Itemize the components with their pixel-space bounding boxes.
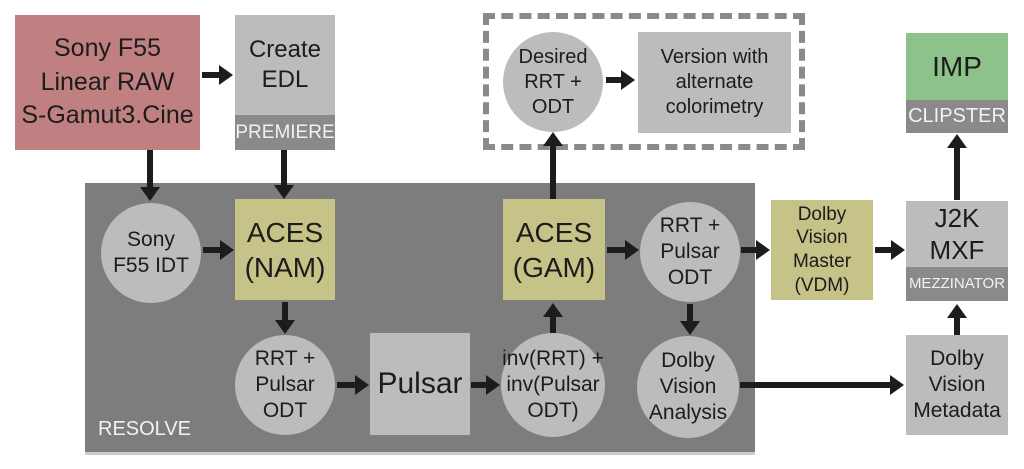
node-rrt-pulsar-odt-2-label: RRT + Pulsar ODT	[659, 213, 721, 290]
clipster-tag-label: CLIPSTER	[908, 105, 1006, 127]
clipster-tag: CLIPSTER	[906, 100, 1008, 133]
node-dolby-vision-analysis: Dolby Vision Analysis	[637, 336, 739, 438]
node-inv-rrt-inv-pulsar-odt: inv(RRT) + inv(Pulsar ODT)	[501, 333, 605, 437]
node-j2k-mxf-main: J2K MXF	[906, 201, 1008, 267]
arrow-desired-rrt-to-version	[606, 70, 635, 90]
node-dolby-vision-master-vdm: Dolby Vision Master (VDM)	[771, 200, 873, 300]
arrow-aces-nam-to-rrt-pulsar-1	[275, 302, 295, 334]
arrow-idt-to-aces-nam	[203, 240, 234, 260]
node-desired-rrt-odt-label: Desired RRT + ODT	[518, 45, 588, 118]
node-pulsar: Pulsar	[370, 333, 470, 435]
node-sony-f55-idt-label: Sony F55 IDT	[113, 227, 189, 277]
node-version-alternate-colorimetry: Version with alternate colorimetry	[638, 32, 791, 133]
premiere-tag-label: PREMIERE	[235, 121, 335, 143]
mezzinator-tag: MEZZINATOR	[906, 267, 1008, 301]
resolve-container-label: RESOLVE	[98, 418, 191, 440]
alternate-colorimetry-group-outline	[483, 13, 805, 150]
node-aces-nam-label: ACES (NAM)	[244, 216, 326, 283]
node-inv-rrt-inv-pulsar-odt-label: inv(RRT) + inv(Pulsar ODT)	[502, 346, 604, 423]
node-dolby-vision-metadata: Dolby Vision Metadata	[906, 335, 1008, 435]
arrow-analysis-to-metadata	[740, 375, 904, 395]
node-rrt-pulsar-odt-1: RRT + Pulsar ODT	[235, 335, 335, 435]
arrow-metadata-to-mezzinator	[947, 304, 967, 335]
node-dolby-vision-master-vdm-label: Dolby Vision Master (VDM)	[792, 203, 852, 296]
node-aces-nam: ACES (NAM)	[235, 199, 335, 300]
node-imp-label: IMP	[932, 51, 982, 82]
node-version-alternate-colorimetry-label: Version with alternate colorimetry	[660, 46, 769, 118]
node-create-edl-main: Create EDL	[235, 15, 335, 115]
premiere-tag: PREMIERE	[235, 115, 335, 150]
node-rrt-pulsar-odt-1-label: RRT + Pulsar ODT	[254, 346, 316, 423]
node-create-edl: Create EDL PREMIERE	[235, 15, 335, 150]
node-imp: IMP CLIPSTER	[906, 33, 1008, 133]
mezzinator-tag-label: MEZZINATOR	[908, 274, 1006, 292]
arrow-vdm-to-j2k-mxf	[875, 240, 905, 260]
node-desired-rrt-odt: Desired RRT + ODT	[503, 32, 603, 132]
node-pulsar-label: Pulsar	[377, 367, 463, 401]
node-j2k-mxf: J2K MXF MEZZINATOR	[906, 201, 1008, 301]
node-rrt-pulsar-odt-2: RRT + Pulsar ODT	[640, 202, 740, 302]
arrow-rrt-pulsar-2-to-vdm	[741, 240, 770, 260]
node-sony-f55-idt: Sony F55 IDT	[101, 203, 201, 303]
arrow-rrt-pulsar-2-to-analysis	[680, 304, 700, 335]
arrow-inv-to-aces-gam	[543, 303, 563, 333]
arrow-create-edl-to-aces-nam	[274, 150, 294, 199]
arrow-pulsar-to-inv	[471, 375, 500, 395]
node-sony-f55-source: Sony F55 Linear RAW S-Gamut3.Cine	[15, 15, 200, 150]
arrow-rrt-pulsar-1-to-pulsar	[337, 375, 369, 395]
node-create-edl-label: Create EDL	[248, 36, 322, 93]
arrow-aces-gam-to-rrt-pulsar-2	[607, 240, 639, 260]
node-aces-gam: ACES (GAM)	[503, 199, 605, 300]
arrow-source-to-create-edl	[202, 65, 233, 85]
arrow-aces-gam-to-desired-rrt	[543, 132, 563, 199]
node-j2k-mxf-label: J2K MXF	[929, 202, 985, 266]
node-imp-main: IMP	[906, 33, 1008, 100]
arrow-source-to-idt	[140, 150, 160, 201]
arrow-j2k-mxf-to-imp	[947, 134, 967, 200]
node-aces-gam-label: ACES (GAM)	[512, 216, 596, 283]
node-sony-f55-source-label: Sony F55 Linear RAW S-Gamut3.Cine	[21, 33, 194, 130]
node-dolby-vision-analysis-label: Dolby Vision Analysis	[648, 348, 728, 425]
node-dolby-vision-metadata-label: Dolby Vision Metadata	[913, 346, 1001, 423]
